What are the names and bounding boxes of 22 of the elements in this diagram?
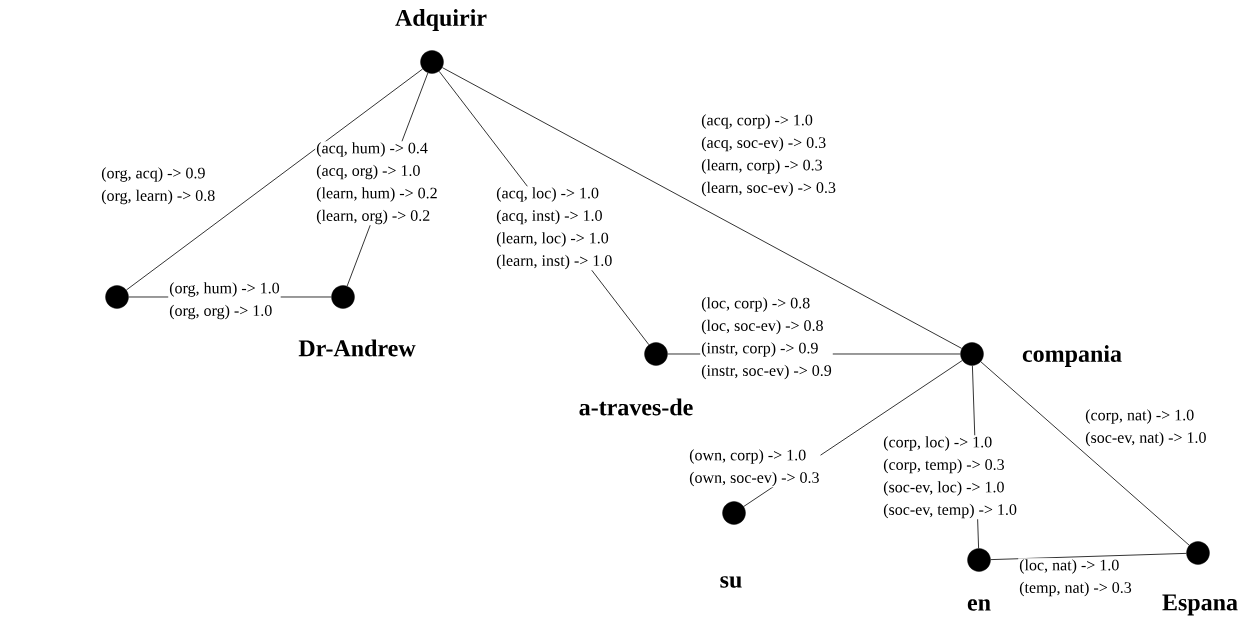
edge-label: (org, acq) -> 0.9 (org, learn) -> 0.8 [100,166,217,206]
edge-label: (loc, corp) -> 0.8 (loc, soc-ev) -> 0.8 (instr, corp) -> 0.9 (instr, soc-ev) -> 0.9 [700,296,833,381]
edge-label: (acq, hum) -> 0.4 (acq, org) -> 1.0 (learn, hum) -> 0.2 (learn, org) -> 0.2 [315,141,439,226]
edge-label: (acq, corp) -> 1.0 (acq, soc-ev) -> 0.3 (learn, corp) -> 0.3 (learn, soc-ev) -> 0.3 [700,113,837,198]
edge-line [990,552,1187,560]
edge-label: (org, hum) -> 1.0 (org, org) -> 1.0 [168,281,281,321]
edge-label: (loc, nat) -> 1.0 (temp, nat) -> 0.3 [1018,558,1133,598]
edge-label: (corp, loc) -> 1.0 (corp, temp) -> 0.3 (soc-ev, loc) -> 1.0 (soc-ev, temp) -> 1.0 [882,435,1018,520]
vertex-label: Adquirir [395,9,487,31]
vertex-label: su [720,576,742,588]
edge-label: (acq, loc) -> 1.0 (acq, inst) -> 1.0 (learn, loc) -> 1.0 (learn, inst) -> 1.0 [495,186,614,271]
edge-label: (corp, nat) -> 1.0 (soc-ev, nat) -> 1.0 [1084,408,1208,448]
vertex-label: Espana [1162,594,1238,616]
vertex-label: en [967,599,991,611]
vertex-label: compania [1022,345,1122,367]
edge-label: (own, corp) -> 1.0 (own, soc-ev) -> 0.3 [688,448,821,488]
graph-vertex [105,285,129,309]
edge-line [441,67,963,349]
edge-line [126,68,424,291]
vertex-label: a-traves-de [579,398,693,416]
vertex-label: Dr-Andrew [298,339,416,357]
edge-line [980,361,1190,546]
